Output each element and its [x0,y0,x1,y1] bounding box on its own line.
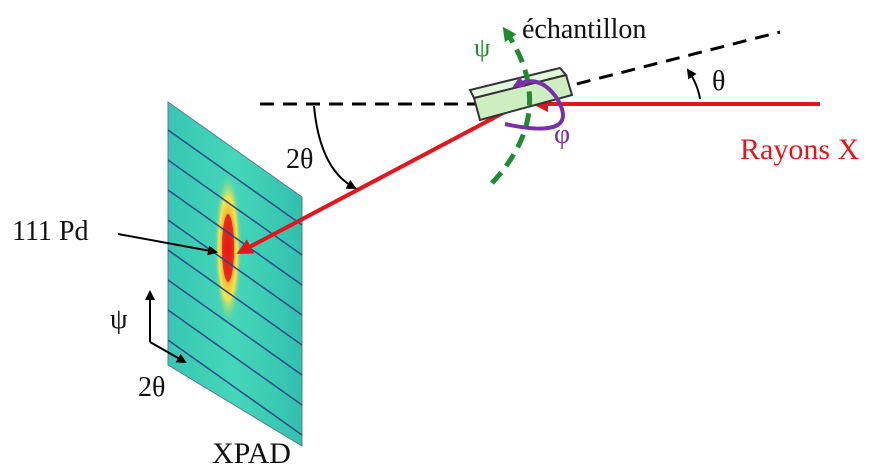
xrays-label: Rayons X [740,133,860,166]
sample-label: échantillon [522,14,646,45]
peak-label: 111 Pd [12,216,89,247]
psi-axis-label: ψ [110,304,128,335]
detector-label: XPAD [212,437,291,470]
two-theta-axis-arrow [149,341,187,363]
psi-top-label: ψ [474,33,490,62]
theta-label: θ [712,66,725,97]
theta-arc [686,68,701,100]
two-theta-upper-label: 2θ [286,144,313,175]
peak-pointer [117,233,218,256]
phi-label: φ [554,119,570,150]
sample [468,66,574,122]
two-theta-axis-label: 2θ [138,372,165,403]
psi-rotation-arc [490,26,533,185]
phi-rotation-arc [504,76,565,131]
diffracted-beam [236,102,521,254]
xpad-detector [167,101,303,447]
two-theta-arc [313,105,357,189]
detector-module-lines [167,129,303,436]
